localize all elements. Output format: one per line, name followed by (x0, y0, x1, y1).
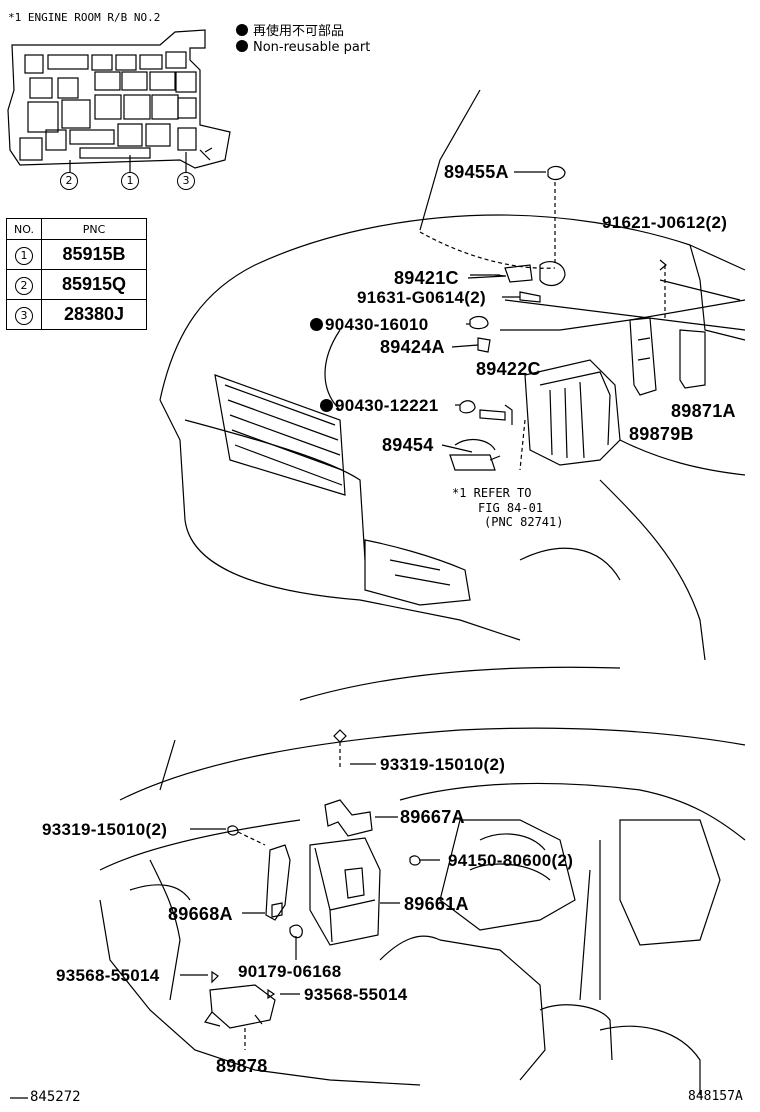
part-label-93568-b: 93568-55014 (304, 985, 408, 1004)
part-label-89879B: 89879B (629, 424, 694, 444)
refer-note-line3: (PNC 82741) (484, 515, 564, 529)
part-label-93568-a: 93568-55014 (56, 966, 160, 985)
leaders-top (441, 171, 546, 453)
inset-marker-3: 3 (177, 172, 195, 190)
refer-note-line2: FIG 84-01 (478, 501, 544, 515)
bottom-components (204, 729, 421, 1050)
pnc-table-header: NO. PNC (6, 218, 147, 240)
vehicle-front-outline (159, 89, 746, 661)
table-row: 2 85915Q (6, 269, 147, 300)
table-row: 3 28380J (6, 299, 147, 330)
part-label-89455A: 89455A (444, 162, 509, 182)
legend-jp: 再使用不可部品 (236, 20, 344, 39)
part-label-89421C: 89421C (394, 268, 459, 288)
part-label-89668A: 89668A (168, 904, 233, 924)
footer-left-code: 845272 (30, 1089, 81, 1105)
bullet-icon (236, 40, 248, 52)
part-label-89871A: 89871A (671, 401, 736, 421)
legend-en: Non-reusable part (236, 40, 370, 55)
part-label-90179: 90179-06168 (238, 962, 342, 981)
part-label-91631: 91631-G0614(2) (357, 288, 486, 307)
table-row: 1 85915B (6, 239, 147, 270)
part-label-94150: 94150-80600(2) (448, 851, 574, 870)
part-label-93319-b: 93319-15010(2) (42, 820, 168, 839)
part-label-89422C: 89422C (476, 359, 541, 379)
part-label-89661A: 89661A (404, 894, 469, 914)
part-label-90430-12221: 90430-12221 (320, 397, 439, 414)
footer-right-code: 848157A (688, 1089, 743, 1104)
part-label-89424A: 89424A (380, 337, 445, 357)
part-label-89878: 89878 (216, 1056, 268, 1076)
inset-title: *1 ENGINE ROOM R/B NO.2 (8, 11, 161, 24)
bullet-icon (236, 24, 248, 36)
pnc-table: NO. PNC 1 85915B 2 85915Q 3 28380J (6, 218, 147, 330)
dashboard-outline (99, 666, 746, 1095)
part-label-89667A: 89667A (400, 807, 465, 827)
inset-marker-2: 2 (60, 172, 78, 190)
inset-marker-1: 1 (121, 172, 139, 190)
part-label-93319-a: 93319-15010(2) (380, 755, 506, 774)
refer-note-line1: *1 REFER TO (452, 486, 532, 500)
leaders-bottom (180, 763, 440, 995)
relay-block-inset (7, 29, 231, 172)
part-label-90430-16010: 90430-16010 (310, 316, 429, 333)
part-label-89454: 89454 (382, 435, 434, 455)
part-label-91621: 91621-J0612(2) (602, 213, 728, 232)
